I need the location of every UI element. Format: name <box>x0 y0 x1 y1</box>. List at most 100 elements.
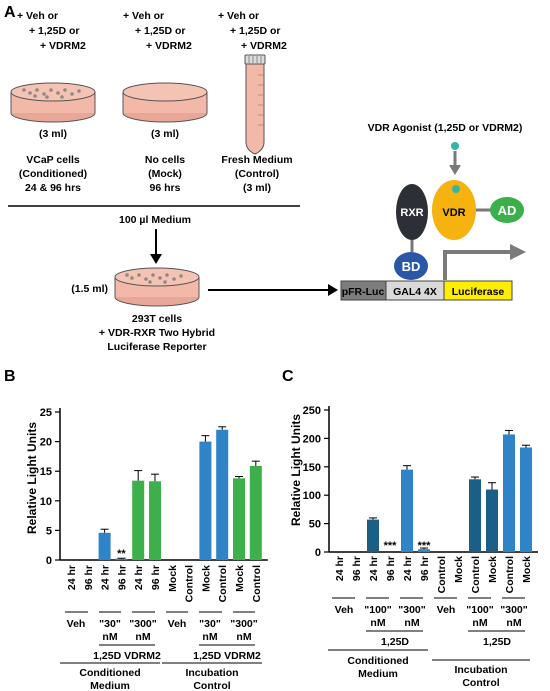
panel-c-bar <box>486 489 498 552</box>
svg-text:RXR: RXR <box>400 207 423 219</box>
panel-c-y-tick-label: 150 <box>303 462 321 474</box>
svg-text:Veh: Veh <box>168 618 187 630</box>
panel-c-category-label: Control <box>436 556 448 593</box>
svg-text:BD: BD <box>402 259 421 274</box>
svg-text:+ 1,25D or: + 1,25D or <box>230 25 281 37</box>
panel-b-letter: B <box>4 368 16 385</box>
svg-text:Control: Control <box>193 680 230 691</box>
tube-control: + Veh or + 1,25D or + VDRM2 Fresh Medium… <box>218 10 293 194</box>
svg-text:(3 ml): (3 ml) <box>243 182 271 194</box>
svg-text:"100": "100" <box>466 604 493 616</box>
panel-c-category-label: 24 hr <box>334 556 346 581</box>
panel-b-y-tick-label: 20 <box>40 437 52 449</box>
panel-c-category-label: 96 hr <box>385 556 397 581</box>
panel-c-bar <box>503 434 515 552</box>
panel-b-ylabel: Relative Light Units <box>25 422 39 534</box>
svg-text:"300": "300" <box>230 618 257 630</box>
panel-b-category-label: 96 hr <box>83 565 95 590</box>
svg-text:293T cells: 293T cells <box>132 313 182 325</box>
panel-b-category-label: Mock <box>234 565 246 592</box>
svg-text:nM: nM <box>472 617 487 629</box>
panel-c-y-tick-label: 200 <box>303 433 321 445</box>
panel-b-significance: ** <box>117 548 126 560</box>
panel-b-bar <box>249 465 262 560</box>
svg-text:"100": "100" <box>364 604 391 616</box>
panel-b-category-label: 24 hr <box>66 565 78 590</box>
panel-b-bar <box>149 481 161 560</box>
svg-text:Veh: Veh <box>67 618 86 630</box>
panel-c-category-label: Control <box>504 556 516 593</box>
panel-c-bar <box>469 479 481 552</box>
svg-text:+ VDR-RXR Two Hybrid: + VDR-RXR Two Hybrid <box>99 327 215 339</box>
svg-text:1,25D: 1,25D <box>483 636 511 648</box>
svg-text:VCaP cells: VCaP cells <box>26 154 80 166</box>
panel-c-letter: C <box>282 368 294 385</box>
panel-c-y-tick-label: 250 <box>303 405 321 417</box>
panel-b-category-label: 96 hr <box>116 565 128 590</box>
panel-b-bar <box>216 429 229 560</box>
svg-text:1,25D VDRM2: 1,25D VDRM2 <box>193 650 261 662</box>
svg-text:Conditioned: Conditioned <box>347 655 408 667</box>
svg-text:nM: nM <box>404 617 419 629</box>
svg-text:96 hrs: 96 hrs <box>150 182 181 194</box>
svg-text:+ Veh or: + Veh or <box>17 10 58 22</box>
svg-text:(Control): (Control) <box>235 168 279 180</box>
panel-b-category-label: 24 hr <box>100 565 112 590</box>
svg-text:+ VDRM2: + VDRM2 <box>241 40 287 52</box>
svg-text:+ 1,25D or: + 1,25D or <box>29 25 80 37</box>
svg-text:Control: Control <box>462 677 499 689</box>
panel-c-category-label: Mock <box>521 556 533 583</box>
panel-b-bar <box>199 441 212 560</box>
panel-c-y-tick-label: 0 <box>315 547 321 559</box>
panel-b-category-label: Mock <box>167 565 179 592</box>
svg-text:No cells: No cells <box>145 154 185 166</box>
svg-text:(1.5 ml): (1.5 ml) <box>71 283 108 295</box>
svg-text:nM: nM <box>506 617 521 629</box>
panel-b-bar <box>233 478 245 560</box>
svg-text:1,25D VDRM2: 1,25D VDRM2 <box>93 650 161 662</box>
svg-text:nM: nM <box>236 631 251 643</box>
panel-b-bar <box>98 532 111 560</box>
svg-text:Luciferase: Luciferase <box>452 286 505 298</box>
svg-text:nM: nM <box>370 617 385 629</box>
medium-label: 100 µl Medium <box>119 214 191 226</box>
agonist-label: VDR Agonist (1,25D or VDRM2) <box>368 122 523 134</box>
panel-c-category-label: 96 hr <box>351 556 363 581</box>
svg-text:pFR-Luc: pFR-Luc <box>342 286 385 298</box>
panel-c-category-label: Mock <box>487 556 499 583</box>
svg-text:Medium: Medium <box>358 668 398 680</box>
panel-b-category-label: 24 hr <box>133 565 145 590</box>
svg-text:nM: nM <box>135 631 150 643</box>
svg-text:+ 1,25D or: + 1,25D or <box>135 25 186 37</box>
panel-c-bar <box>367 519 379 552</box>
panel-b-category-label: Mock <box>200 565 212 592</box>
panel-c-groups: Veh "100" nM "300" nM 1,25D Conditioned … <box>328 597 530 689</box>
svg-text:Luciferase Reporter: Luciferase Reporter <box>107 341 206 353</box>
panel-c-category-label: 24 hr <box>368 556 380 581</box>
panel-b-category-label: 96 hr <box>150 565 162 590</box>
panel-c-category-label: 96 hr <box>419 556 431 581</box>
panel-b-category-label: Control <box>217 565 229 602</box>
svg-text:Incubation: Incubation <box>454 664 507 676</box>
panel-c-category-label: Control <box>470 556 482 593</box>
svg-text:Medium: Medium <box>90 680 130 691</box>
svg-text:"300": "300" <box>129 618 156 630</box>
panel-b-y-tick-label: 25 <box>40 407 52 419</box>
svg-text:(Conditioned): (Conditioned) <box>19 168 87 180</box>
svg-text:(Mock): (Mock) <box>148 168 182 180</box>
svg-text:Conditioned: Conditioned <box>79 667 140 679</box>
panel-b-category-label: Control <box>184 565 196 602</box>
panel-c-bar <box>401 469 413 552</box>
svg-text:Fresh Medium: Fresh Medium <box>221 154 292 166</box>
panel-c-category-label: Mock <box>453 556 465 583</box>
panel-b-groups: Veh "30" nM "300" nM 1,25D VDRM2 Conditi… <box>60 611 262 691</box>
panel-b-bar <box>132 480 145 560</box>
panel-c-bar <box>418 549 430 552</box>
svg-text:+ Veh or: + Veh or <box>123 10 164 22</box>
svg-text:+ Veh or: + Veh or <box>218 10 259 22</box>
panel-c-y-tick-label: 100 <box>303 490 321 502</box>
panel-c-category-label: 24 hr <box>402 556 414 581</box>
svg-text:AD: AD <box>498 203 517 218</box>
